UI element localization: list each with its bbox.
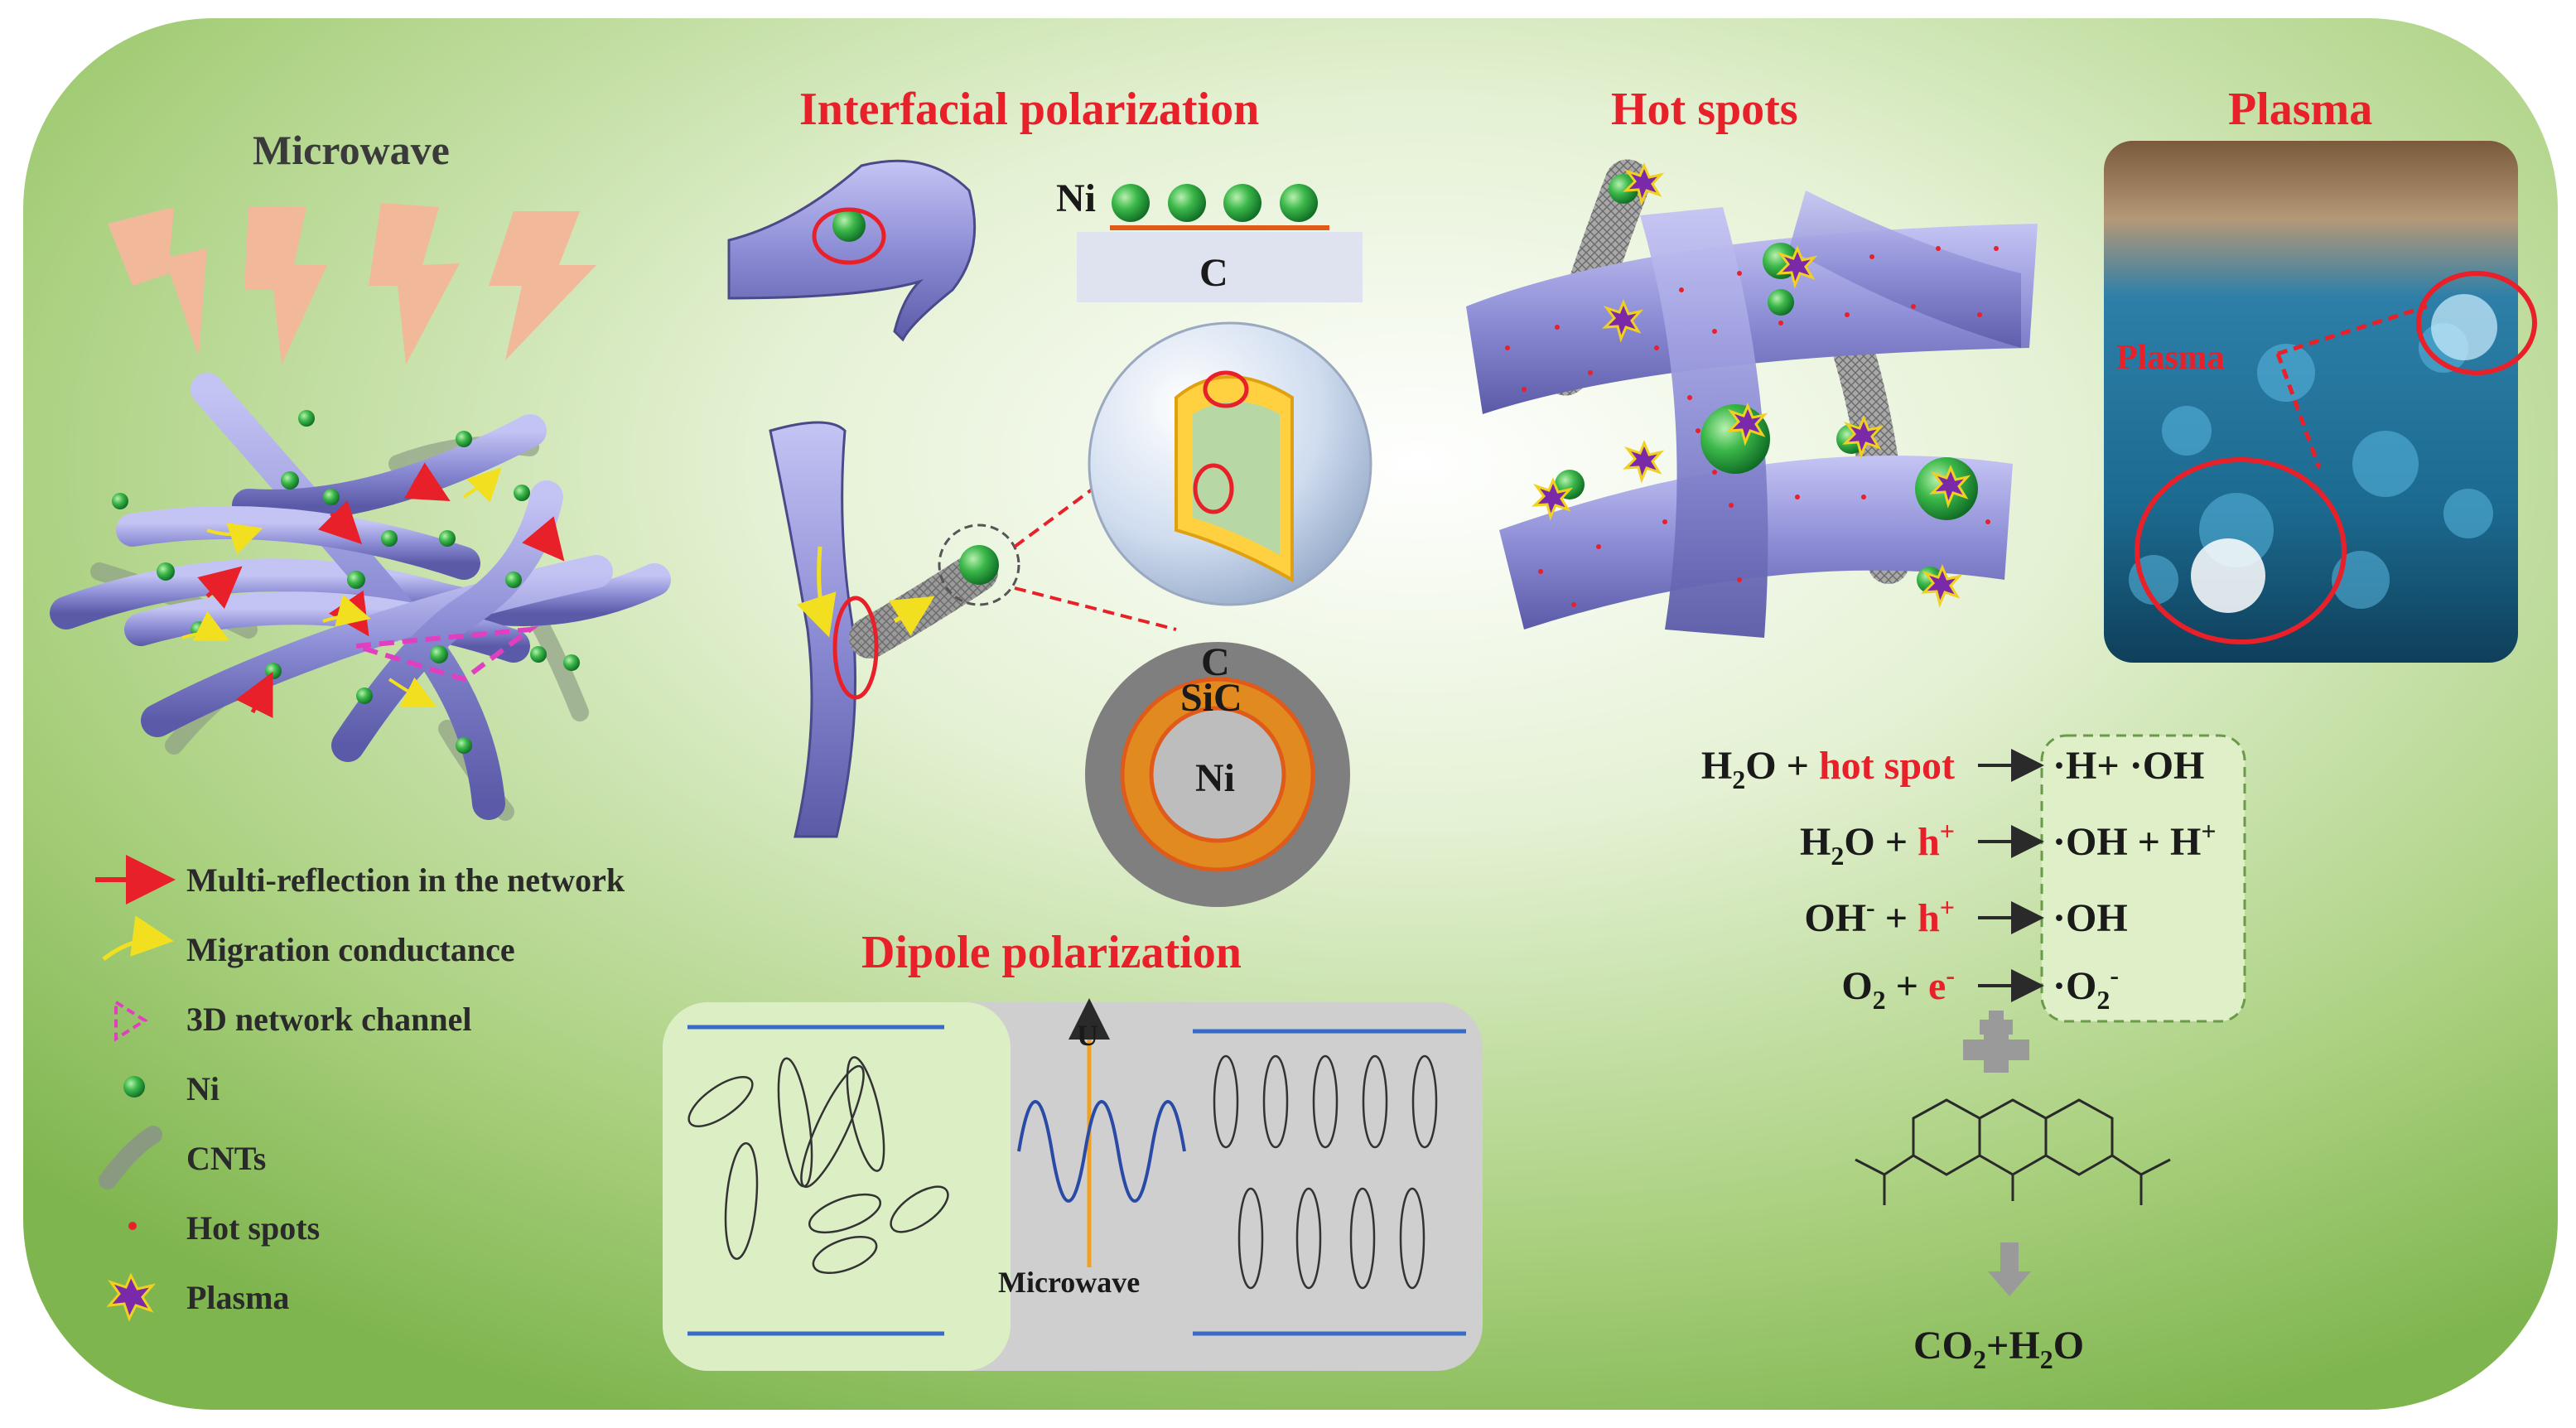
legend-item-plasma: Plasma: [106, 1272, 289, 1322]
microwave-bolts: [108, 203, 596, 364]
legend-item-3d-network: 3D network channel: [114, 999, 471, 1042]
microwave-small-label: Microwave: [998, 1266, 1140, 1299]
equation-lhs: H2O + h+: [1800, 816, 1955, 871]
legend-item-ni: Ni: [123, 1070, 219, 1107]
legend-item-migration: Migration conductance: [102, 915, 515, 968]
shell-c-label: C: [1201, 640, 1230, 684]
shell-ni-label: Ni: [1195, 756, 1235, 800]
legend-label: CNTs: [186, 1140, 266, 1177]
red-dot-icon: [128, 1222, 137, 1230]
tube-cnt-junction: [769, 421, 1177, 838]
microwave-title: Microwave: [253, 127, 450, 173]
u-label: U: [1077, 1019, 1098, 1052]
c-label: C: [1199, 251, 1228, 295]
hot-spots-title: Hot spots: [1611, 84, 1798, 135]
c-sic-ni-cross-section: C SiC Ni: [1085, 640, 1350, 907]
interfacial-tube-closeup: [727, 159, 977, 342]
equation-lhs: H2O + hot spot: [1701, 744, 1955, 794]
methylene-blue-structure: [1855, 1098, 2171, 1205]
legend-label: 3D network channel: [186, 1001, 471, 1038]
legend-item-multi-reflection: Multi-reflection in the network: [95, 855, 625, 905]
equation-lhs: OH- + h+: [1804, 892, 1955, 940]
equation-rhs: ·OH: [2053, 896, 2128, 940]
plasma-title: Plasma: [2228, 84, 2372, 135]
cnt-tube-icon: [99, 1126, 162, 1189]
yellow-arrow-icon: [102, 915, 174, 961]
reaction-products: CO2+H2O: [1855, 1011, 2171, 1374]
legend-label: Migration conductance: [186, 931, 515, 968]
ni-label: Ni: [1056, 176, 1096, 220]
legend-item-hot-spots: Hot spots: [128, 1209, 320, 1247]
legend-label: Multi-reflection in the network: [186, 861, 625, 899]
purple-star-icon: [106, 1272, 157, 1322]
shell-sic-label: SiC: [1180, 676, 1242, 720]
pink-triangle-icon: [114, 999, 148, 1042]
legend-label: Hot spots: [186, 1209, 320, 1247]
legend-item-cnts: CNTs: [99, 1126, 266, 1189]
interfacial-title: Interfacial polarization: [799, 84, 1259, 135]
photo-plasma-label: Plasma: [2116, 339, 2225, 377]
products-label: CO2+H2O: [1913, 1324, 2084, 1374]
equation-rhs: ·OH + H+: [2053, 816, 2217, 864]
plasma-photo: Plasma: [2104, 141, 2537, 663]
equations-block: H2O + hot spot ·H+ ·OH H2O + h+ ·OH + H+ OH-…: [1701, 734, 2246, 1023]
cnt-network: [50, 373, 671, 821]
equation-rhs: ·O2-: [2053, 960, 2119, 1015]
dipole-title: Dipole polarization: [861, 927, 1242, 978]
equation-lhs: O2 + e-: [1841, 960, 1955, 1015]
legend-label: Ni: [186, 1070, 219, 1107]
legend-label: Plasma: [186, 1279, 289, 1316]
equation-rhs: ·H+ ·OH: [2053, 744, 2204, 788]
ni-on-carbon-schematic: Ni C: [1056, 176, 1363, 302]
dipole-panel: U Microwave: [663, 998, 1483, 1371]
green-ball-icon: [123, 1076, 145, 1098]
core-shell-sphere: [1088, 321, 1372, 606]
hot-spots-network: [1466, 159, 2038, 638]
legend: Multi-reflection in the network Migratio…: [95, 855, 625, 1322]
